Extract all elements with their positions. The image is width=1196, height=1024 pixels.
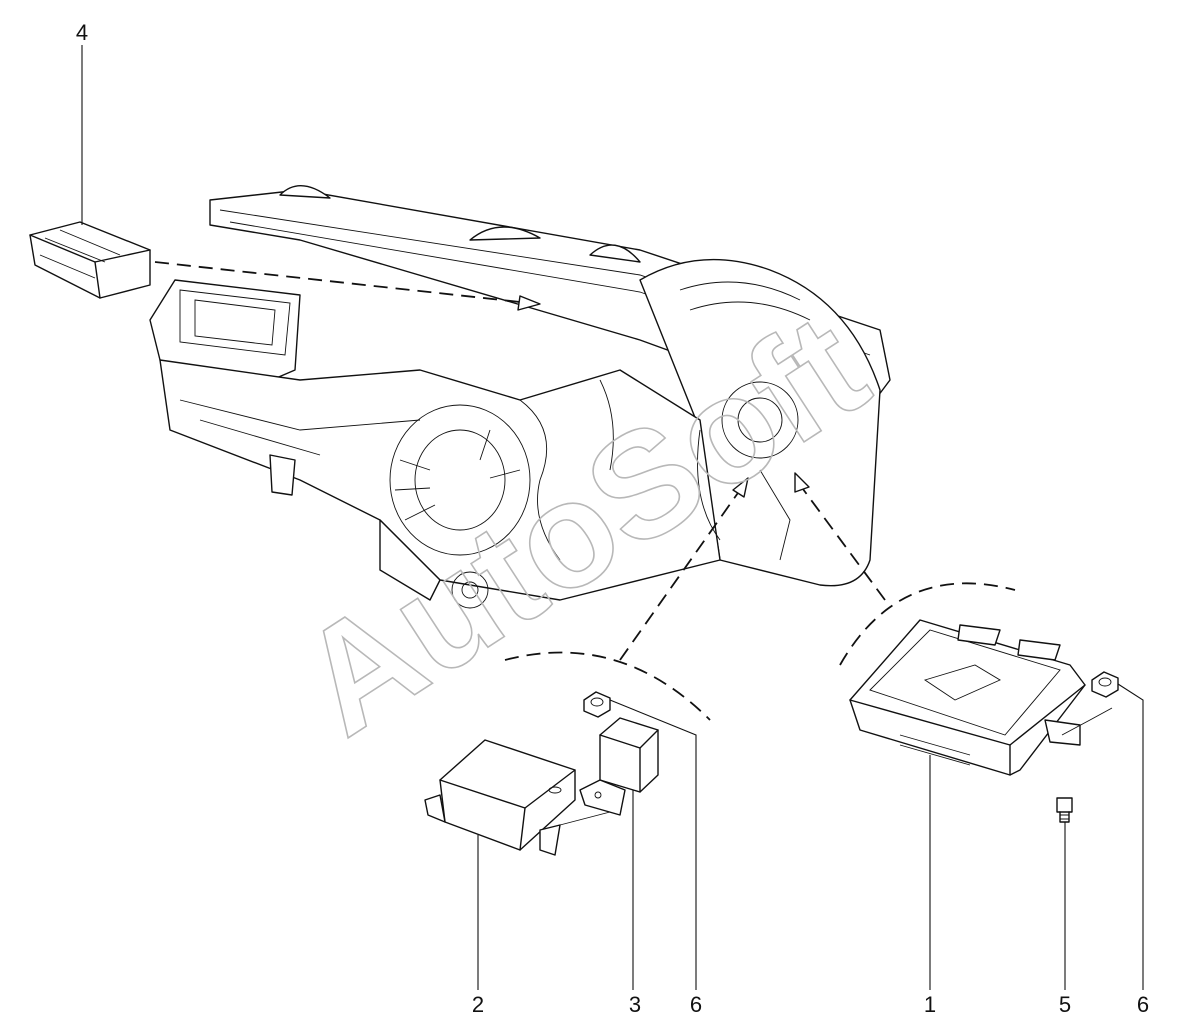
callout-2: 2 <box>472 992 484 1017</box>
assembly-arrows <box>154 261 1113 826</box>
callout-6-center: 6 <box>690 992 702 1017</box>
dashboard-assembly <box>149 185 891 609</box>
callout-3: 3 <box>629 992 641 1017</box>
callout-4: 4 <box>76 20 88 45</box>
callout-1: 1 <box>924 992 936 1017</box>
part-1-control-unit <box>849 619 1086 776</box>
part-6-nut-center <box>583 691 611 718</box>
part-5-bolt <box>1056 797 1073 823</box>
callout-6-right: 6 <box>1137 992 1149 1017</box>
part-6-nut-right <box>1091 671 1119 698</box>
part-3-relay <box>579 717 659 816</box>
part-2-relay-box <box>424 739 576 856</box>
part-4-module <box>29 221 151 299</box>
leader-lines <box>81 45 1144 990</box>
callout-5: 5 <box>1059 992 1071 1017</box>
